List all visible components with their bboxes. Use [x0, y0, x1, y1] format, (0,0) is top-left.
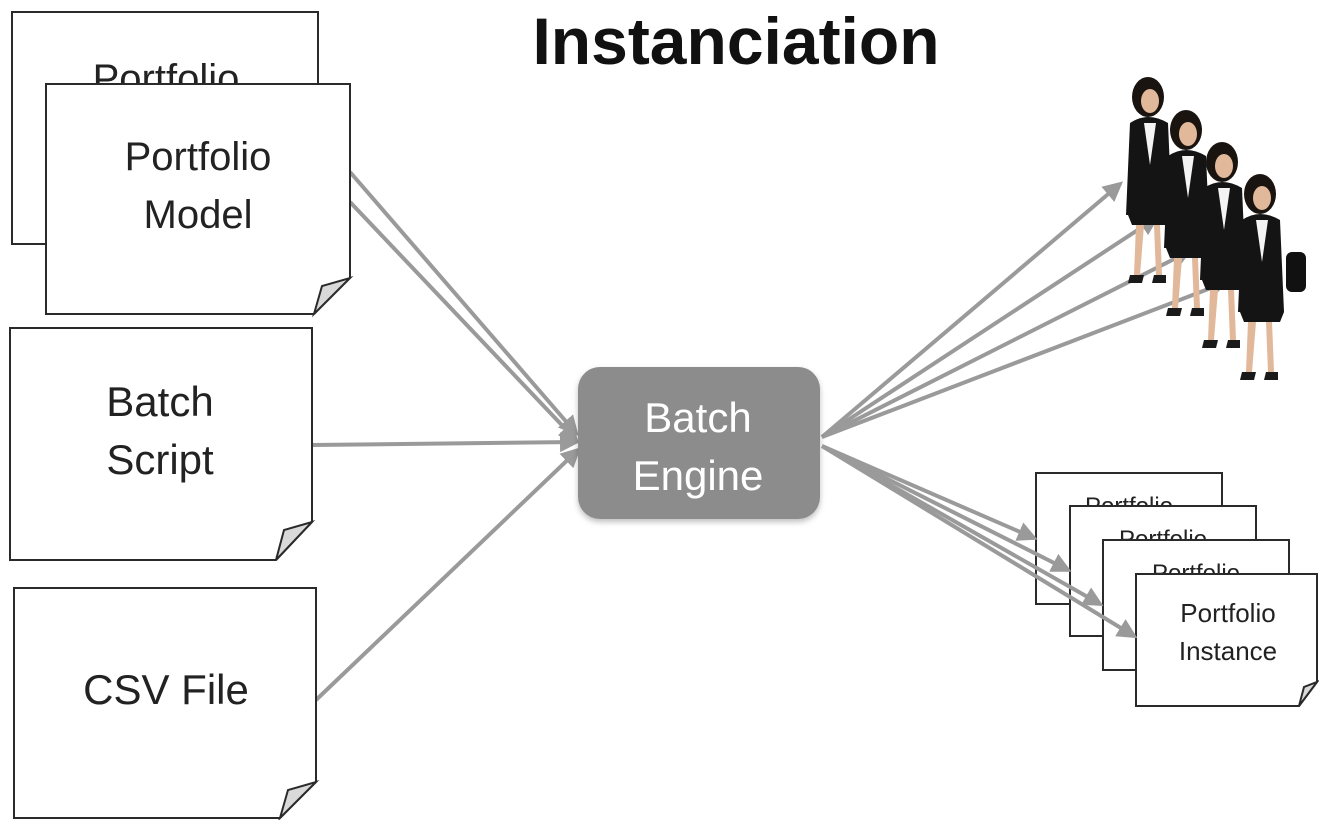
arrow-instance-2	[821, 444, 1072, 572]
businesswoman-icon	[1238, 174, 1306, 380]
batch-script-label-line2: Script	[106, 436, 214, 483]
businesswoman-icon	[1126, 77, 1172, 283]
batch-engine-label-line1: Batch	[644, 394, 751, 441]
businesswomen-group	[1126, 77, 1306, 380]
batch-engine: Batch Engine	[578, 367, 820, 519]
arrow-person-4	[821, 279, 1228, 439]
batch-script-label-line1: Batch	[106, 378, 213, 425]
batch-engine-label-line2: Engine	[633, 452, 764, 499]
portfolio-model-label-line2: Model	[144, 193, 253, 237]
diagram-title: Instanciation	[532, 4, 939, 78]
people-arrows	[820, 181, 1228, 439]
businesswoman-icon	[1164, 110, 1210, 316]
portfolio-model-label-line1: Portfolio	[125, 135, 272, 179]
arrow-person-3	[821, 250, 1192, 439]
csv-file-doc: CSV File	[13, 587, 320, 820]
arrow-instance-4	[820, 444, 1138, 639]
arrow-instance-1	[821, 444, 1038, 541]
instance-doc-4-label-line1: Portfolio	[1180, 598, 1275, 628]
instance-arrows	[820, 444, 1138, 639]
arrow-person-1	[820, 181, 1124, 439]
arrow-person-2	[820, 215, 1160, 439]
batch-script-doc: Batch Script	[9, 327, 316, 561]
input-arrows	[311, 170, 581, 702]
portfolio-model-doc: Portfolio Model	[45, 83, 354, 318]
arrow-csv	[314, 447, 581, 702]
businesswoman-icon	[1200, 142, 1246, 348]
instance-doc-4-label-line2: Instance	[1179, 636, 1277, 666]
arrow-model-1	[348, 170, 579, 437]
arrow-model-2	[348, 200, 579, 443]
arrow-script	[311, 432, 580, 453]
csv-file-label: CSV File	[83, 666, 249, 713]
instance-doc-4: Portfolio Instance	[1135, 573, 1319, 707]
